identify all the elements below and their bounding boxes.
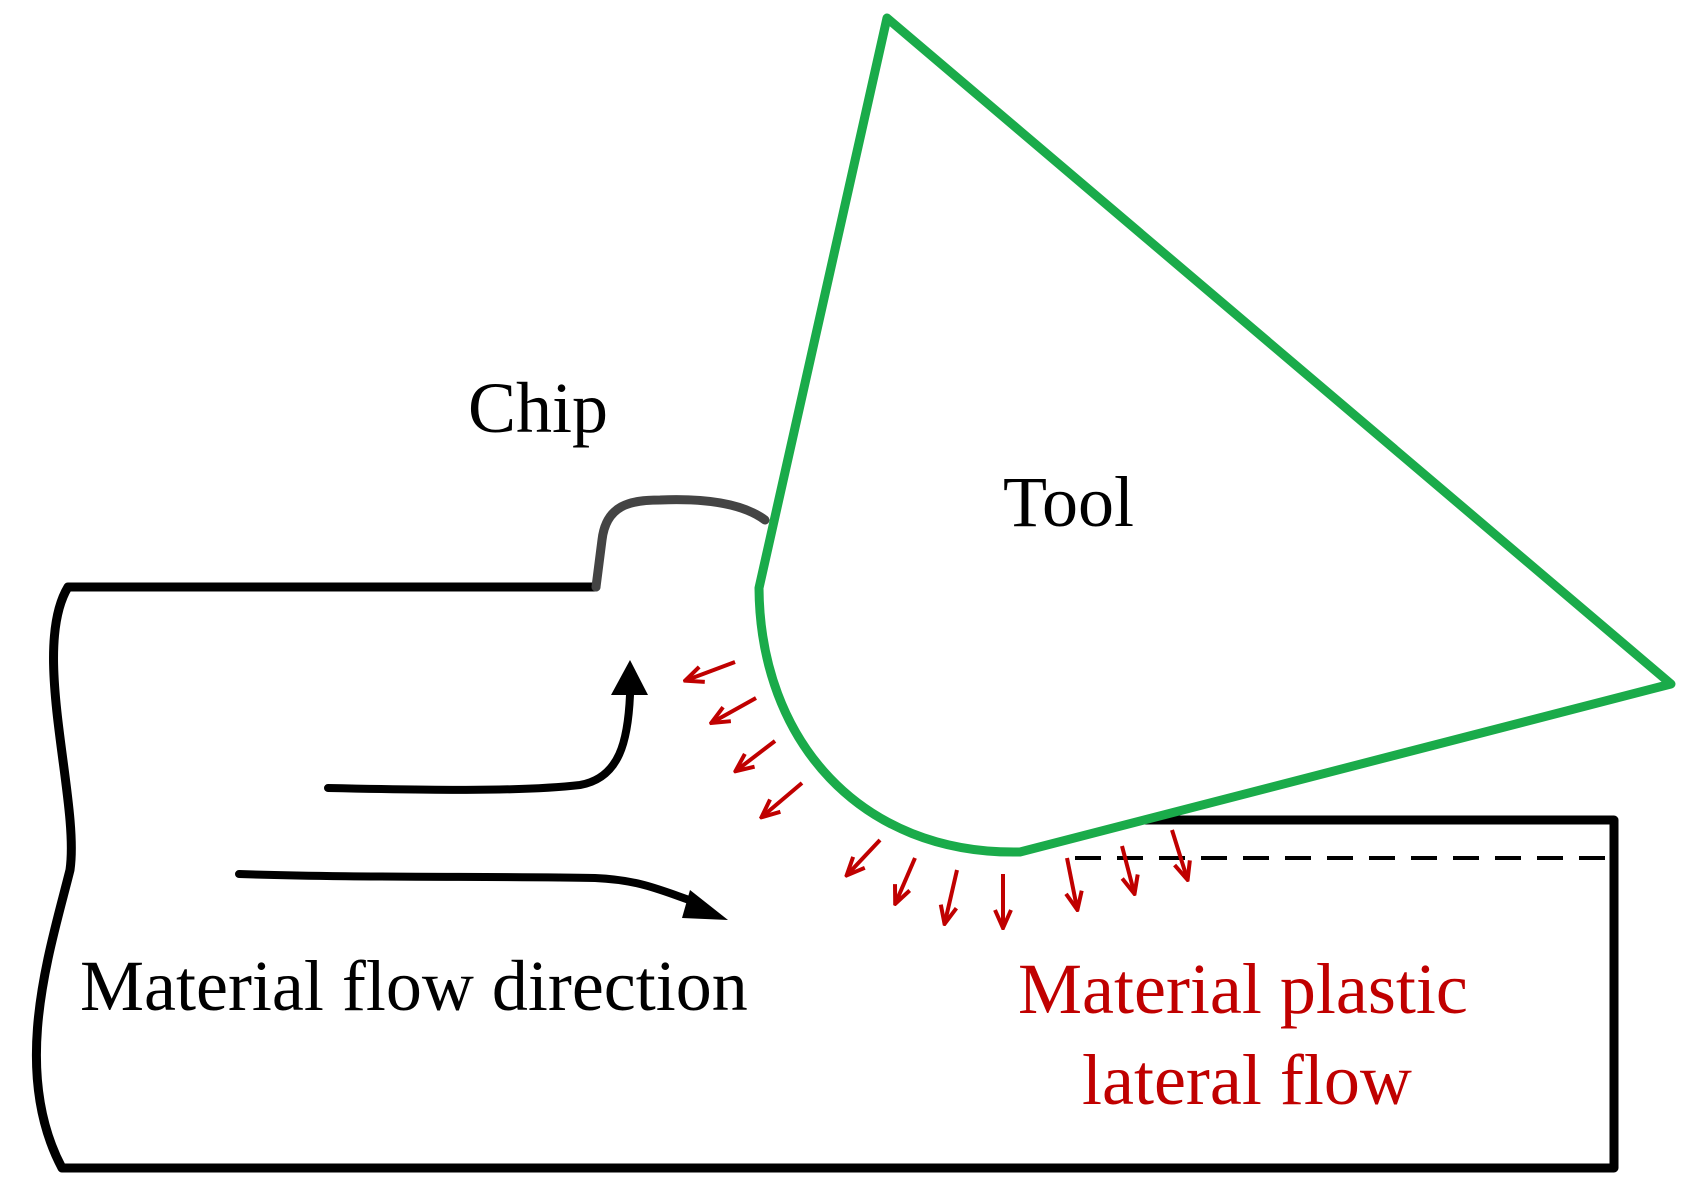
chip-label: Chip bbox=[468, 368, 608, 448]
material-flow-arrows bbox=[235, 660, 728, 920]
plastic-flow-arrow bbox=[896, 857, 917, 902]
plastic-flow-arrow bbox=[687, 660, 736, 680]
chip-outline bbox=[591, 495, 770, 592]
plastic-flow-arrow bbox=[945, 869, 959, 922]
plastic-flow-arrow bbox=[1067, 857, 1077, 908]
plastic-lateral-flow-label-line1: Material plastic bbox=[1018, 949, 1468, 1029]
material-flow-arrow-up bbox=[324, 691, 634, 794]
material-flow-arrow-right-head bbox=[682, 890, 728, 920]
plastic-flow-arrows bbox=[687, 660, 1187, 926]
plastic-flow-arrow bbox=[848, 838, 882, 874]
tool-label: Tool bbox=[1003, 462, 1134, 542]
material-flow-arrow-right bbox=[235, 870, 699, 906]
material-flow-direction-label: Material flow direction bbox=[80, 946, 748, 1026]
plastic-flow-arrow bbox=[1170, 829, 1187, 878]
plastic-flow-arrow bbox=[1120, 845, 1134, 892]
plastic-flow-arrow bbox=[713, 696, 757, 722]
workpiece bbox=[31, 582, 1619, 1173]
plastic-flow-arrow bbox=[763, 781, 804, 816]
workpiece-outline bbox=[31, 582, 1619, 1173]
plastic-flow-arrow bbox=[737, 739, 777, 770]
material-flow-arrow-up-head bbox=[611, 660, 648, 695]
tool-outline bbox=[754, 13, 1676, 857]
plastic-lateral-flow-label-line2: lateral flow bbox=[1082, 1040, 1412, 1120]
